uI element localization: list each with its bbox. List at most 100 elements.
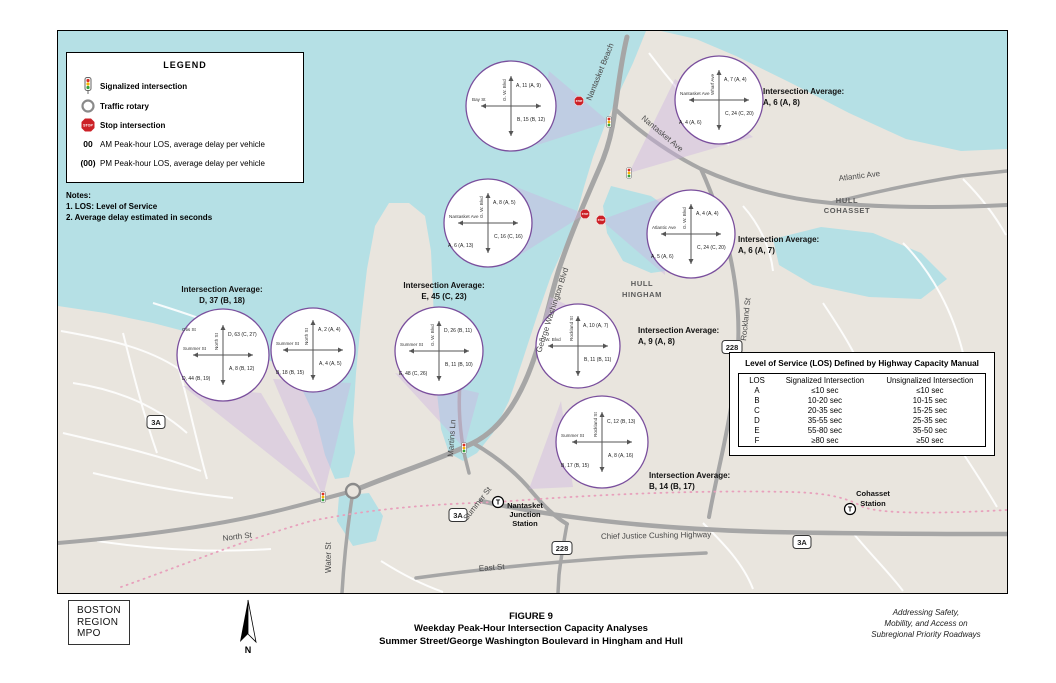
street-label: Nantasket Ave [449, 214, 479, 219]
los-value: C, 24 (C, 20) [725, 111, 754, 117]
north-arrow-right [247, 599, 257, 644]
street-label: Summer St [400, 342, 424, 347]
los-value: E, 48 (C, 26) [399, 371, 428, 377]
legend-label: AM Peak-hour LOS, average delay per vehi… [100, 139, 265, 149]
callout-summer-rockland: C, 12 (B, 13) Summer St Rockland St A, 8… [555, 395, 649, 489]
logo-line: REGION [77, 616, 119, 628]
stop-label: STOP [576, 100, 583, 103]
map-canvas: 3A 3A 3A 228 228 [58, 31, 1007, 593]
los-value: A, 7 (A, 4) [724, 77, 747, 83]
label-cohasset-station: Cohasset [856, 489, 890, 498]
los-cell: E [754, 426, 760, 435]
route-shields: 3A 3A 3A 228 228 [146, 340, 812, 555]
minor-street [852, 532, 904, 592]
rotary-icon [76, 98, 100, 114]
los-value: C, 24 (C, 20) [697, 245, 726, 251]
shield-box [146, 415, 166, 429]
intersection-average-value: A, 6 (A, 7) [738, 246, 775, 255]
street-label: North St [214, 332, 219, 350]
pm-los-symbol: (00) [80, 158, 96, 168]
street-label: G. W. Blvd [502, 79, 507, 101]
callout-wedge [183, 386, 323, 497]
figure-title-line: Summer Street/George Washington Boulevar… [379, 635, 683, 647]
label-nantasket-junction-station: Junction [509, 510, 541, 519]
los-table-row: E 55-80 sec 35-50 sec [739, 426, 986, 436]
minor-street [742, 205, 774, 272]
station-circle-icon [491, 495, 505, 509]
street-label: Rockland St [569, 316, 574, 341]
los-table-row: D 35-55 sec 25-35 sec [739, 416, 986, 426]
street-label: Atlantic Ave [652, 225, 676, 230]
los-value: C, 12 (B, 13) [607, 419, 636, 425]
callout-wedge [537, 71, 609, 145]
road-east-st [414, 551, 708, 580]
shield-label: 228 [726, 343, 739, 352]
label-martins-ln: Martins Ln [446, 419, 458, 457]
los-header: LOS [749, 376, 765, 385]
water-ocean [661, 31, 1007, 151]
traffic-signal-icon [461, 442, 467, 454]
stop-label: STOP [598, 219, 605, 222]
minor-street [92, 472, 234, 499]
los-cell: C [754, 406, 760, 415]
shield-label: 3A [797, 538, 807, 547]
los-table: LOS Signalized Intersection Unsignalized… [738, 373, 986, 447]
street-label: G. W. Blvd [430, 324, 435, 346]
intersection-symbols: STOP STOP STOP [320, 96, 632, 503]
los-value: B, 15 (B, 12) [517, 117, 545, 123]
minor-street [60, 330, 180, 370]
minor-street [96, 540, 272, 552]
legend-item-pm-los: (00) PM Peak-hour LOS, average delay per… [76, 155, 294, 171]
stop-sign-icon: STOP [596, 215, 606, 225]
street-label: Summer St [183, 346, 207, 351]
shield-label: 3A [151, 418, 161, 427]
label-cohasset-station: Station [860, 499, 886, 508]
legend-box: LEGEND Signalized intersection Traffic r… [66, 52, 304, 183]
callout-wedge [273, 379, 351, 497]
station-circle-icon [843, 502, 857, 516]
notes-block: Notes: 1. LOS: Level of Service 2. Avera… [66, 191, 286, 223]
callout-nantasket-ave: A, 8 (A, 5) Nantasket Ave G. W. Blvd C, … [443, 178, 533, 268]
legend-label: Signalized intersection [100, 81, 188, 91]
los-value: A, 4 (A, 4) [696, 211, 719, 217]
north-arrow-left [240, 600, 248, 642]
label-chief-justice-cushing-highway: Chief Justice Cushing Highway [601, 530, 711, 541]
los-value: A, 8 (A, 16) [608, 453, 634, 459]
los-cell: 15-25 sec [912, 406, 948, 415]
street-label: North St [304, 327, 309, 345]
los-table-header-row: LOS Signalized Intersection Unsignalized… [739, 374, 986, 387]
figure-title-line: Weekday Peak-Hour Intersection Capacity … [414, 623, 648, 635]
water-straits-pond [773, 227, 947, 299]
street-label: Nantasket Ave [680, 91, 710, 96]
los-header: Unsignalized Intersection [886, 376, 974, 385]
stop-label: STOP [83, 124, 93, 128]
road-atlantic-ave [829, 169, 1007, 205]
figure-caption: FIGURE 9 Weekday Peak-Hour Intersection … [278, 611, 784, 648]
street-label: G. W. Blvd [479, 196, 484, 218]
street-label: Rockland St [593, 412, 598, 437]
los-value: B, 11 (B, 11) [584, 357, 612, 363]
los-cell: ≥80 sec [811, 436, 839, 445]
station-cohasset: T [843, 502, 857, 516]
los-table-row: A ≤10 sec ≤10 sec [739, 386, 986, 396]
intersection-average-labels: Intersection Average: A, 6 (A, 8) Inters… [181, 87, 844, 491]
los-table-row: B 10-20 sec 10-15 sec [739, 396, 986, 406]
los-value: C, 16 (C, 16) [494, 234, 523, 240]
legend-label: PM Peak-hour LOS, average delay per vehi… [100, 158, 265, 168]
station-nantasket-junction: T [491, 495, 505, 509]
road-north-st [58, 489, 355, 545]
los-cell: 35-55 sec [807, 416, 843, 425]
label-north-st: North St [222, 530, 253, 543]
los-value: B, 11 (B, 10) [445, 362, 473, 368]
intersection-average-value: A, 6 (A, 8) [763, 98, 800, 107]
street-label: G. W. Blvd [539, 337, 561, 342]
route-shield-3a: 3A [448, 508, 468, 522]
los-value: D, 26 (B, 11) [444, 328, 472, 334]
callout-bay-st: A, 11 (A, 9) Bay St G. W. Blvd B, 15 (B,… [465, 60, 557, 152]
street-label: Summer St [561, 433, 585, 438]
intersection-average-label: Intersection Average: [738, 235, 819, 244]
stop-octagon [596, 215, 606, 225]
route-shield-3a: 3A [146, 415, 166, 429]
los-cell: 55-80 sec [807, 426, 843, 435]
